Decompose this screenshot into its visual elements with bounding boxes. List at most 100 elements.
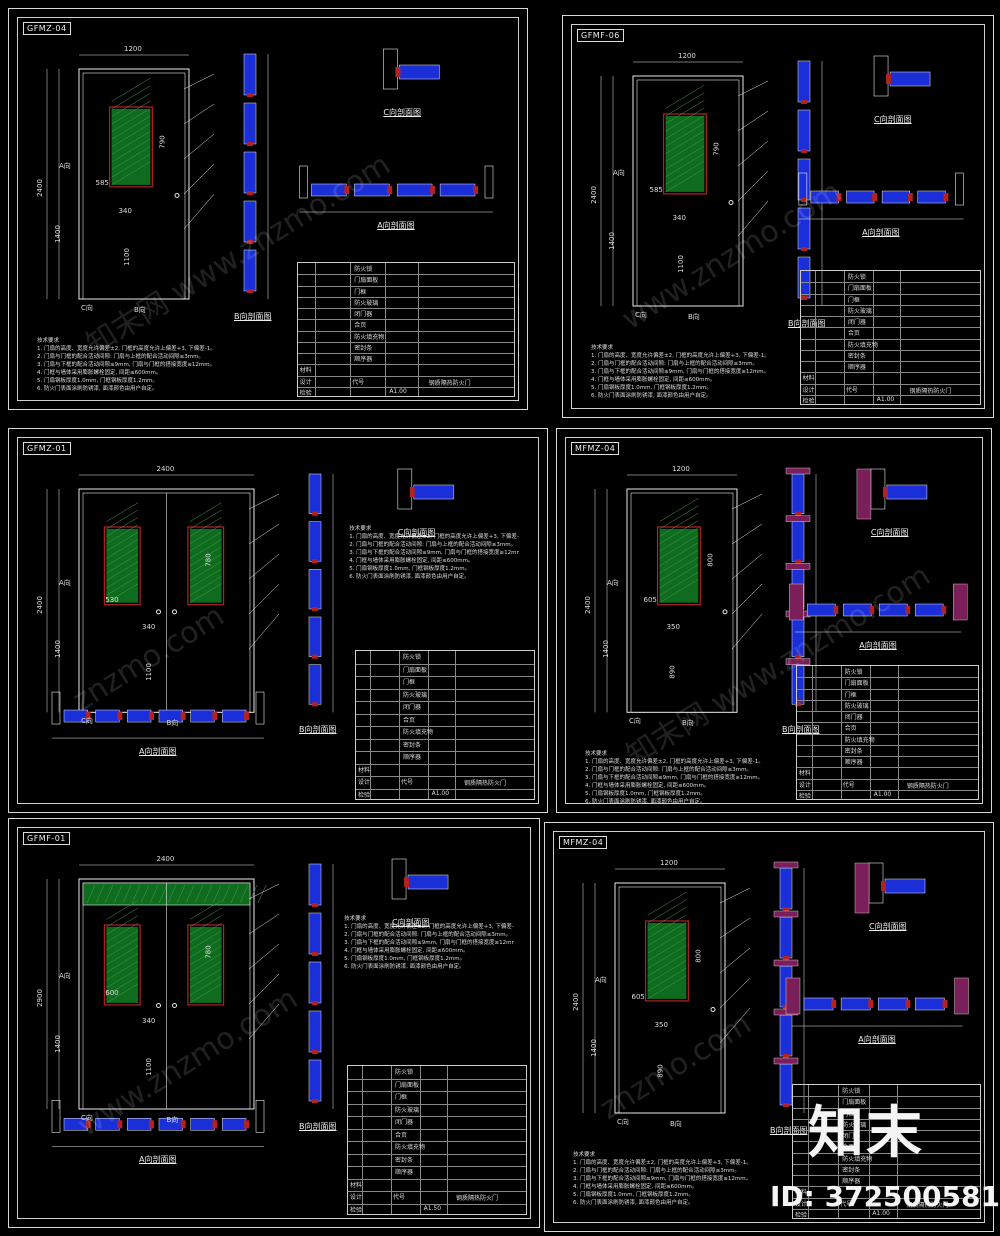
table-rule [356,713,534,715]
note-line: 5. 门扇钢板厚度1.0mm, 门框钢板厚度1.2mm。 [344,956,466,962]
tb-name: 钢质隔热防火门 [456,1195,499,1202]
dim-glass-width: 340 [142,622,156,631]
table-column-rule [838,1085,840,1218]
leader-line [248,553,280,580]
section-a-seal [180,712,186,721]
bom-item: 密封条 [842,1166,861,1174]
vision-panel-frame [108,106,153,188]
tb-name: 钢质隔热防火门 [906,1201,949,1209]
table-rule [348,1078,526,1080]
glass-hatch [189,983,222,1004]
dim-glass-height: 800 [706,553,715,567]
glass-hatch [106,968,139,988]
section-c-leaf [889,71,931,87]
bom-item: 合页 [847,330,860,338]
vision-panel-glass [189,529,222,603]
caption-section-b: B向剖面图 [299,1122,337,1131]
section-a-panel [396,183,433,197]
glass-hatch [665,130,705,155]
bom-item: 防火锁 [844,669,863,676]
bom-item: 防火填充物 [847,341,878,349]
glass-hatch [106,568,139,589]
dim-width: 1200 [672,465,690,473]
bom-item: 合页 [842,1144,855,1152]
glass-hatch [665,145,705,170]
door-handle [172,1003,177,1008]
note-line: 3. 门扇与下框的配合活动间隙≤9mm, 门扇与门框的搭接宽度≥12mm。 [585,775,764,782]
section-b-panel [243,151,257,194]
section-c-leaf [399,64,440,80]
glass-hatch [189,583,222,603]
bom-item: 闭门器 [844,714,863,721]
table-rule [297,341,514,343]
table-column-rule [315,263,317,396]
tb-scale: A1.50 [423,1204,442,1212]
dim-glass-height: 800 [694,949,703,963]
dim-lower: 1400 [589,1039,598,1057]
table-rule [796,767,978,769]
section-b-seal [312,1099,318,1103]
caption-section-a: A向剖面图 [858,1035,896,1044]
section-a-panel [840,997,871,1011]
section-c-frame [397,468,413,510]
section-a-panel [222,709,247,723]
section-c-frame [873,55,889,97]
dim-glass-width: 350 [654,1021,668,1029]
glass-hatch [189,976,222,996]
door-handle [156,1003,161,1008]
dir-label-b: B向 [670,1120,682,1128]
glass-hatch [659,512,699,537]
table-rule [796,756,978,757]
glass-hatch [189,907,222,928]
section-b-seal [783,956,789,960]
dir-label-a: A向 [59,579,71,588]
note-line: 2. 门扇与门框的配合活动间隙: 门扇与上框的配合活动间隙≤3mm。 [585,767,752,774]
glass-hatch [647,922,687,946]
section-a-jamb-right [255,691,265,725]
section-a-panel [803,997,834,1011]
glass-hatch [189,938,222,958]
table-rule [356,726,534,727]
caption-section-c: C向剖面图 [874,115,912,124]
caption-section-a: A向剖面图 [139,1155,177,1165]
caption-section-b: B向剖面图 [770,1126,808,1135]
section-a-jamb-left [51,691,61,725]
leader-line [737,140,769,167]
bom-item: 门扇面板 [847,285,872,293]
note-line: 5. 门扇钢板厚度1.0mm, 门框钢板厚度1.2mm。 [573,1192,694,1198]
table-rule [348,1141,526,1142]
caption-section-c: C向剖面图 [383,108,421,117]
dim-height: 2400 [583,595,592,614]
table-rule [793,1152,980,1154]
tb-name: 钢质隔热防火门 [906,782,949,790]
section-b-panel [308,863,322,906]
drawing-code: GFMZ-01 [23,442,71,455]
section-b-seal [312,903,318,907]
section-b-seal [801,198,807,202]
section-a-seal [905,606,911,614]
section-b-panel [779,1063,793,1106]
leader-line [183,73,215,90]
table-rule [793,1130,980,1131]
table-column-rule [417,263,419,396]
section-b-seal [312,1050,318,1054]
glass-hatch [111,85,151,110]
table-rule [796,733,978,735]
section-a-seal [430,186,436,194]
tb-material-label: 材料 [795,1189,808,1197]
glass-hatch [106,930,139,950]
dir-label-b: B向 [682,719,694,728]
glass-hatch [106,583,139,603]
bom-item: 门扇面板 [395,1081,420,1089]
glass-hatch [111,93,151,117]
drawing-code: GFMF-01 [23,832,70,845]
table-rule [297,375,514,377]
bom-item: 防火锁 [847,274,866,281]
door-handle [156,609,161,615]
dim-width: 1200 [660,859,678,867]
glass-hatch [257,884,267,904]
section-c-frame [870,468,886,510]
table-rule [793,1141,980,1143]
section-b-seal [312,952,318,956]
